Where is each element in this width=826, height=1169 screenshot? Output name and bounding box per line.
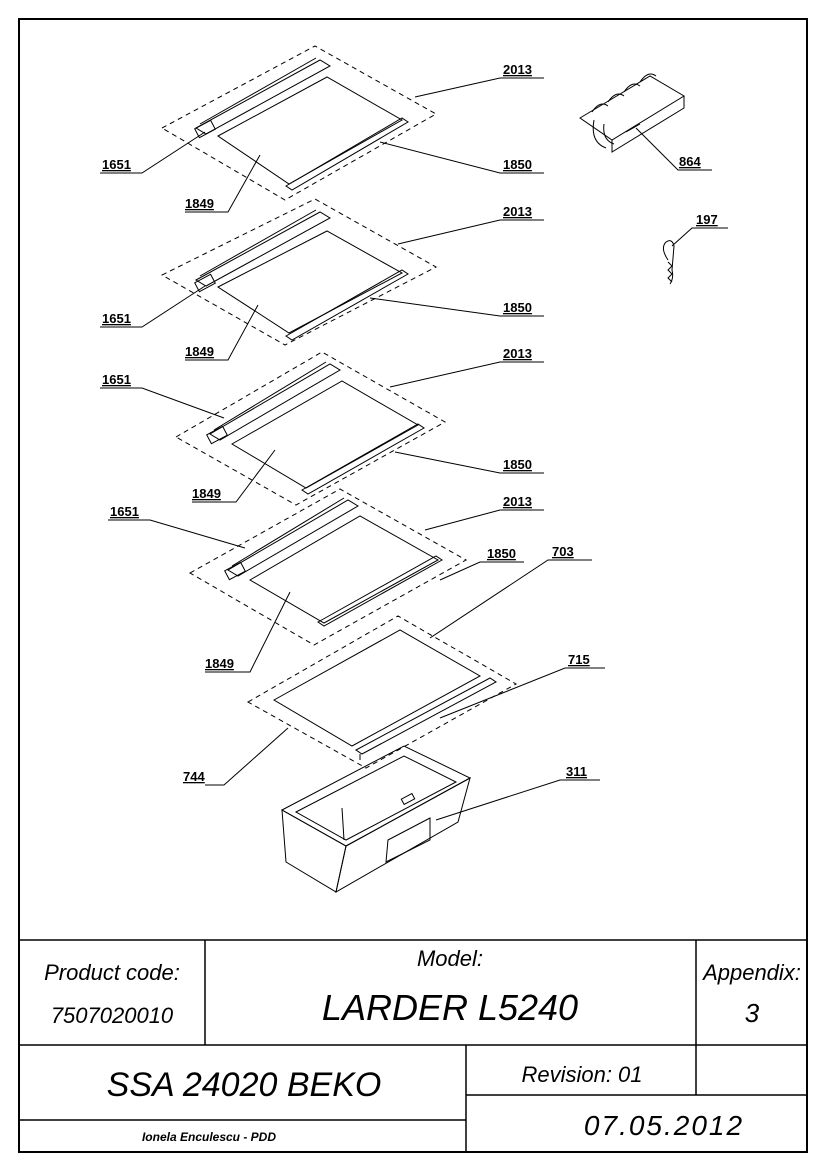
callout-1849-c: 1849: [192, 486, 221, 501]
leader-197: [671, 227, 728, 247]
shelf-3-dashed-outline: [174, 351, 447, 506]
leader-744: [205, 727, 289, 786]
shelf-1-front-rail: [285, 117, 409, 191]
shelf-1-rear-rail: [194, 57, 332, 135]
shelf-assembly-4: [188, 488, 468, 646]
callout-1850-a: 1850: [503, 157, 532, 172]
shelf-3-clip: [206, 425, 228, 445]
shelf-2-rear-rail: [194, 209, 332, 287]
model-value: LARDER L5240: [322, 987, 578, 1028]
model-label: Model:: [417, 946, 483, 971]
leader-715: [439, 667, 605, 719]
shelf-2-dashed-outline: [160, 198, 438, 346]
holder-front: [611, 96, 685, 153]
leader-1651-b: [100, 285, 206, 328]
shelf-3-glass: [231, 380, 420, 489]
drawer-handle-recess: [385, 817, 431, 863]
callout-1850-d: 1850: [487, 546, 516, 561]
shelf-3-rear-rail: [209, 361, 341, 441]
drawer-inner-rim: [294, 755, 458, 841]
callout-2013-a: 2013: [503, 62, 532, 77]
leader-1849-d: [205, 591, 291, 673]
leader-703: [429, 559, 592, 639]
callout-1850-c: 1850: [503, 457, 532, 472]
leader-2013-b: [397, 219, 544, 245]
appendix-value: 3: [745, 998, 760, 1028]
shelf-2-front-rail: [285, 269, 409, 341]
drawing-frame: [18, 18, 808, 1153]
product-code-label: Product code:: [44, 960, 180, 985]
revision-label: Revision: 01: [521, 1062, 642, 1087]
shelf-4-front-rail: [317, 555, 443, 627]
holder-curve: [592, 119, 615, 149]
callout-1850-b: 1850: [503, 300, 532, 315]
shelf-2-glass: [217, 230, 404, 334]
callout-1651-c: 1651: [102, 372, 131, 387]
leader-2013-c: [389, 361, 544, 388]
leader-2013-d: [424, 509, 544, 531]
leader-1849-c: [192, 449, 276, 503]
callout-744: 744: [183, 769, 205, 784]
drawer-drain-hole: [400, 792, 416, 806]
project-name: SSA 24020 BEKO: [107, 1066, 382, 1104]
callout-197: 197: [696, 212, 718, 227]
callout-1849-b: 1849: [185, 344, 214, 359]
revision-date: 07.05.2012: [584, 1110, 744, 1141]
leader-1849-b: [185, 304, 259, 361]
callout-1651-d: 1651: [110, 504, 139, 519]
shelf-assembly-2: [160, 198, 438, 346]
callout-703: 703: [552, 544, 574, 559]
leader-1651-d: [108, 519, 246, 549]
callout-1651-b: 1651: [102, 311, 131, 326]
part-197-hook: [662, 240, 675, 285]
callout-715: 715: [568, 652, 590, 667]
shelf-3-front-rail: [301, 423, 425, 495]
callout-2013-d: 2013: [503, 494, 532, 509]
shelf-1-clip: [194, 119, 216, 139]
leader-1850-c: [394, 451, 544, 474]
drawer-divider: [341, 807, 345, 841]
part-864-holder: [579, 73, 685, 153]
leader-1651-c: [100, 387, 225, 419]
shelf-4-dashed-outline: [188, 488, 468, 646]
leader-1850-d: [439, 561, 524, 581]
callout-311: 311: [566, 764, 587, 779]
callout-1849-d: 1849: [205, 656, 234, 671]
shelf-1-dashed-outline: [160, 45, 438, 201]
drawer-side: [335, 776, 471, 893]
title-block: [19, 939, 807, 1152]
cover-dashed-outline: [246, 615, 518, 769]
shelf-1-glass: [217, 76, 404, 185]
callout-1849-a: 1849: [185, 196, 214, 211]
shelf-4-glass: [249, 515, 440, 624]
callout-1651-a: 1651: [102, 157, 131, 172]
holder-bumps: [591, 73, 657, 113]
shelf-assembly-3: [174, 351, 447, 506]
leader-311: [435, 779, 600, 821]
leader-1849-a: [185, 154, 261, 213]
crisper-cover-assembly: [246, 615, 518, 769]
leader-2013-a: [414, 77, 544, 98]
author-name: Ionela Enculescu - PDD: [142, 1130, 276, 1144]
leader-1850-a: [379, 141, 544, 174]
hook-coil: [667, 261, 673, 283]
callout-2013-b: 2013: [503, 204, 532, 219]
shelf-4-rear-rail: [227, 497, 359, 577]
shelf-2-clip: [194, 273, 216, 293]
product-code-value: 7507020010: [51, 1003, 174, 1028]
shelf-4-clip: [224, 561, 246, 581]
crisper-drawer: [280, 745, 472, 893]
leader-1651-a: [100, 131, 206, 174]
cover-glass: [272, 629, 482, 747]
holder-pin: [625, 123, 641, 133]
callout-2013-c: 2013: [503, 346, 532, 361]
appendix-label: Appendix:: [701, 960, 801, 985]
hook-shape: [662, 240, 675, 285]
leader-1850-b: [369, 297, 544, 317]
callout-864: 864: [679, 154, 701, 169]
leader-864: [635, 127, 712, 171]
cover-front-rail: [355, 677, 497, 760]
shelf-assembly-1: [160, 45, 438, 201]
